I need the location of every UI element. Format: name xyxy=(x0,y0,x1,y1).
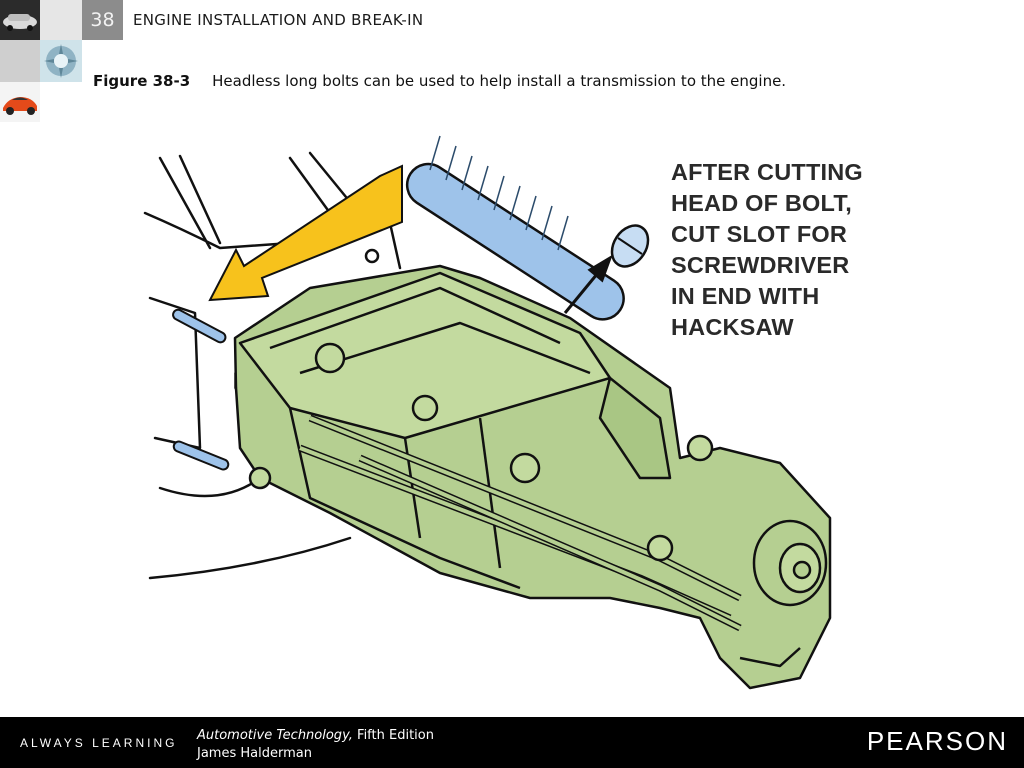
gray-panel-thumbnail xyxy=(0,40,40,82)
footer-bar: ALWAYS LEARNING Automotive Technology, F… xyxy=(0,717,1024,768)
transmission-illustration xyxy=(143,135,832,690)
chapter-title: ENGINE INSTALLATION AND BREAK-IN xyxy=(133,11,424,29)
bolt-annotation: AFTER CUTTING HEAD OF BOLT, CUT SLOT FOR… xyxy=(671,159,863,340)
chapter-thumbnails xyxy=(0,0,82,125)
transmission-body xyxy=(233,264,832,690)
installed-bolts xyxy=(172,308,230,471)
book-author: James Halderman xyxy=(197,746,312,761)
book-edition: Fifth Edition xyxy=(357,728,434,743)
figure-caption-text: Headless long bolts can be used to help … xyxy=(212,72,787,90)
figure-label: Figure 38-3 xyxy=(93,72,191,90)
chapter-number-badge: 38 xyxy=(82,0,123,40)
figure-caption: Figure 38-3 Headless long bolts can be us… xyxy=(93,72,786,90)
engine-part-thumbnail xyxy=(40,40,82,82)
pointer-arrow xyxy=(563,254,613,314)
sports-car-thumbnail xyxy=(0,82,40,122)
book-credit: Automotive Technology, Fifth Edition Jam… xyxy=(197,727,434,763)
headless-bolt xyxy=(405,135,650,321)
book-title: Automotive Technology, xyxy=(197,728,353,743)
gray-panel-thumbnail xyxy=(40,0,82,40)
car-photo-thumbnail xyxy=(0,0,40,40)
always-learning-tagline: ALWAYS LEARNING xyxy=(20,736,178,750)
publisher-logo: PEARSON xyxy=(866,726,1008,756)
direction-arrow xyxy=(208,164,403,302)
